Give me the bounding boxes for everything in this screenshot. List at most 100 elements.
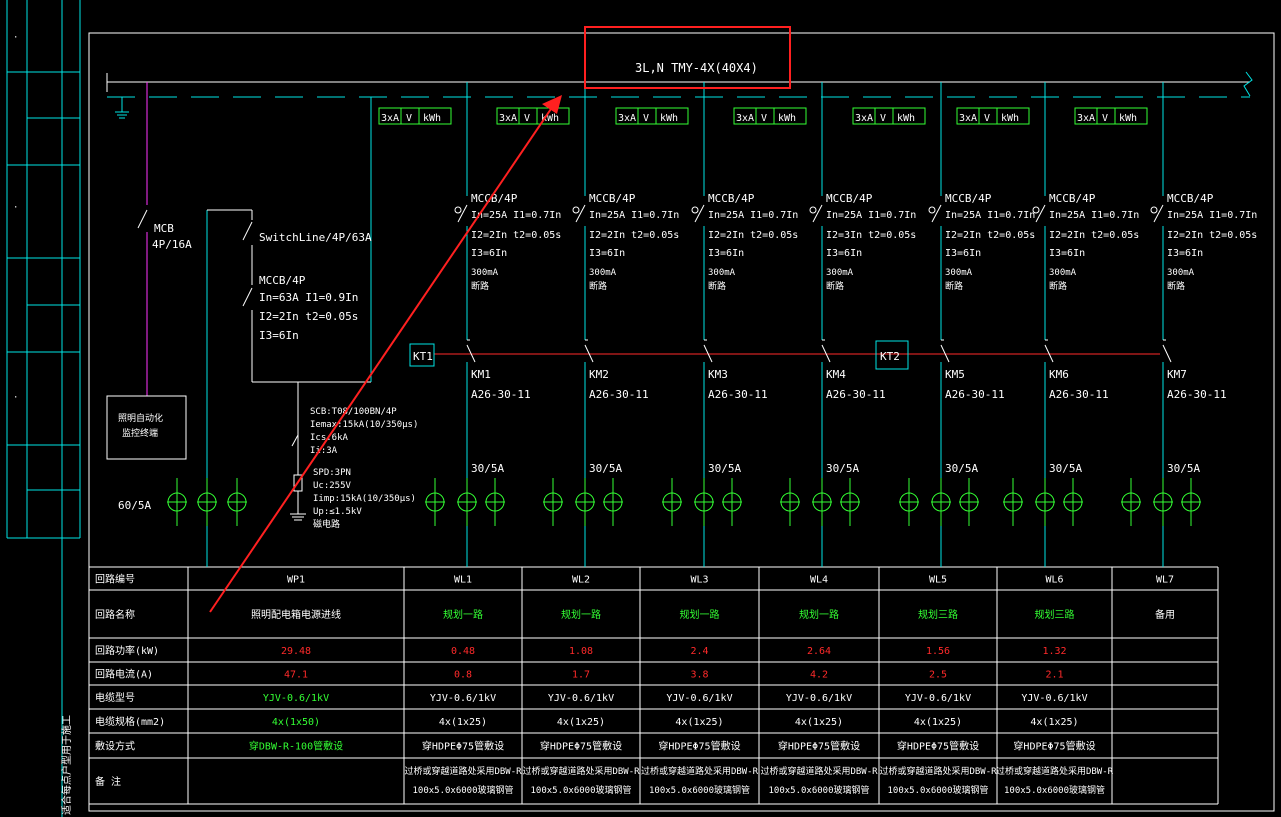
meter-cell: kWh (423, 113, 441, 124)
mccb-param: 300mA (826, 268, 854, 278)
km-label: KM3 (708, 368, 728, 381)
ct-label: 30/5A (945, 462, 978, 475)
left-ct-label: 60/5A (118, 499, 151, 512)
table-note: 100x5.0x6000玻璃钢管 (530, 784, 631, 796)
table-cell: YJV-0.6/1kV (666, 693, 732, 704)
table-cell: WL5 (929, 575, 947, 586)
table-cell: WL1 (454, 575, 472, 586)
table-cell: WL3 (690, 575, 708, 586)
meter-cell: V (761, 113, 767, 124)
title-mark: · (13, 33, 18, 43)
contactor-switch (584, 344, 594, 363)
title-block-marks: · · · (13, 33, 18, 403)
mccb-switch (1035, 204, 1046, 223)
mccb-param: MCCB/4P (1049, 192, 1096, 205)
mccb-switch (931, 204, 942, 223)
annotation-arrow-head (542, 95, 562, 114)
ct-label: 30/5A (708, 462, 741, 475)
table-cell: 穿HDPEΦ75管敷设 (897, 740, 979, 753)
mccb-param: 300mA (589, 268, 617, 278)
table-cell: 1.56 (926, 646, 950, 657)
table-cell: 4x(1x25) (557, 717, 605, 728)
scb-line: Ics:6kA (310, 433, 349, 443)
mccb-param: 断路 (945, 280, 963, 292)
meter-cell: 3xA (855, 113, 873, 124)
mccb-param: 断路 (1167, 280, 1185, 292)
meter-cell: 3xA (1077, 113, 1095, 124)
mccb-param: MCCB/4P (945, 192, 992, 205)
main-mccb-param: In=63A I1=0.9In (259, 291, 358, 304)
kt1-box (409, 343, 435, 367)
table-cell: 规划一路 (561, 608, 601, 621)
table-note: 100x5.0x6000玻璃钢管 (649, 784, 750, 796)
circuit-table: 回路编号回路名称回路功率(kW)回路电流(A)电缆型号电缆规格(mm2)敷设方式… (88, 526, 1219, 805)
ground-symbol (115, 97, 129, 119)
km-label: KM7 (1167, 368, 1187, 381)
contactor-control-line: KT1 KT2 (409, 340, 1160, 370)
table-cell: WL7 (1156, 575, 1174, 586)
table-cell: 1.7 (572, 670, 590, 681)
mccb-param: 300mA (945, 268, 973, 278)
table-row-label: 回路功率(kW) (95, 644, 159, 657)
mcb-name: MCB (154, 222, 174, 235)
km-label: KM5 (945, 368, 965, 381)
mccb-param: I3=6In (708, 248, 744, 259)
meter-cell: kWh (778, 113, 796, 124)
mccb-switch (694, 204, 705, 223)
mccb-param: I2=2In t2=0.05s (708, 230, 798, 241)
mccb-trip (1032, 206, 1040, 214)
table-cell: 29.48 (281, 646, 311, 657)
main-mccb-param: I2=2In t2=0.05s (259, 310, 358, 323)
table-cell: 2.64 (807, 646, 831, 657)
table-cell: 规划一路 (799, 608, 839, 621)
meter-cell: V (984, 113, 990, 124)
ct-label: 30/5A (471, 462, 504, 475)
table-cell: 0.48 (451, 646, 475, 657)
table-cell: 4x(1x25) (1030, 717, 1078, 728)
table-cell: 4x(1x50) (272, 717, 320, 728)
table-row-label: 回路名称 (95, 608, 135, 621)
meter-cell: V (524, 113, 530, 124)
meter-box-frame (1074, 107, 1148, 125)
mccb-param: MCCB/4P (708, 192, 755, 205)
lighting-box-line2: 监控终端 (122, 427, 158, 439)
meter-cell: kWh (1001, 113, 1019, 124)
mccb-param: I3=6In (589, 248, 625, 259)
table-note: 过桥或穿越道路处采用DBW-R (522, 765, 640, 777)
meter-cell: V (406, 113, 412, 124)
kt1-label: KT1 (413, 350, 433, 363)
mccb-param: I3=6In (1167, 248, 1203, 259)
table-note: 100x5.0x6000玻璃钢管 (412, 784, 513, 796)
table-row-label: 备 注 (95, 775, 121, 788)
mccb-param: 断路 (471, 280, 489, 292)
meter-box-frame (852, 107, 926, 125)
table-cell: YJV-0.6/1kV (905, 693, 971, 704)
table-cell: 穿DBW-R-100管敷设 (249, 740, 343, 753)
mccb-param: MCCB/4P (826, 192, 873, 205)
table-cell: YJV-0.6/1kV (430, 693, 496, 704)
mccb-switch (812, 204, 823, 223)
mccb-param: In=25A I1=0.7In (1167, 210, 1257, 221)
mccb-param: 300mA (1167, 268, 1195, 278)
drawing-frame (88, 32, 1275, 812)
switch-label: SwitchLine/4P/63A (259, 231, 372, 244)
mccb-trip (809, 206, 817, 214)
table-cell: WL4 (810, 575, 828, 586)
mccb-param: I3=6In (826, 248, 862, 259)
meter-cell: V (1102, 113, 1108, 124)
table-cell: 3.8 (690, 670, 708, 681)
table-cell: 4.2 (810, 670, 828, 681)
contactor-model: A26-30-11 (945, 388, 1005, 401)
meter-cell: 3xA (499, 113, 517, 124)
table-row-label: 回路电流(A) (95, 668, 153, 681)
mccb-param: I3=6In (1049, 248, 1085, 259)
mccb-param: MCCB/4P (589, 192, 636, 205)
highlight-box (584, 26, 791, 89)
mccb-param: I2=2In t2=0.05s (1049, 230, 1139, 241)
table-cell: 4x(1x25) (675, 717, 723, 728)
